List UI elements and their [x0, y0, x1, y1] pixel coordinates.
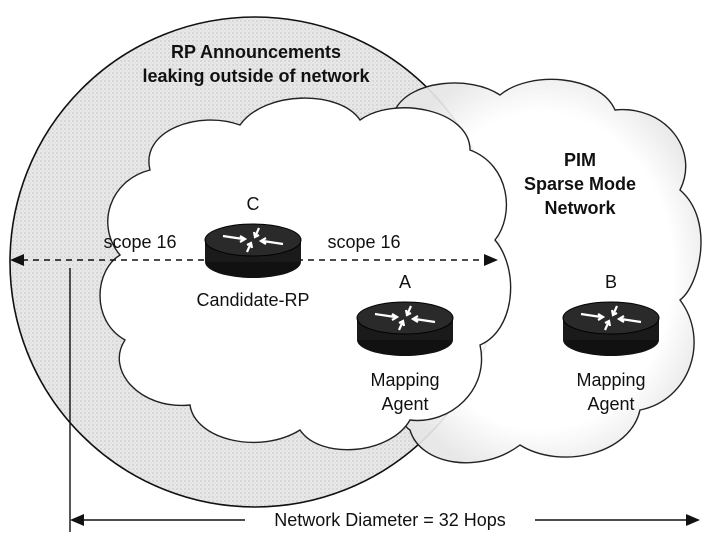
- scope-arrow-left-head: [10, 254, 24, 266]
- diameter-label: Network Diameter = 32 Hops: [274, 510, 506, 530]
- router-a-role-line2: Agent: [381, 394, 428, 414]
- scope-arrow-right-head: [484, 254, 498, 266]
- router-c-letter: C: [247, 194, 260, 214]
- router-b-letter: B: [605, 272, 617, 292]
- scope-left-label: scope 16: [103, 232, 176, 252]
- announcement-label-line1: RP Announcements: [171, 42, 341, 62]
- network-label-line1: PIM: [564, 150, 596, 170]
- diameter-arrow-right-head: [686, 514, 700, 526]
- diameter-arrow-left-head: [70, 514, 84, 526]
- scope-right-label: scope 16: [327, 232, 400, 252]
- router-a-icon: [356, 301, 454, 356]
- router-c-role: Candidate-RP: [196, 290, 309, 310]
- network-label-line3: Network: [544, 198, 616, 218]
- network-label-line2: Sparse Mode: [524, 174, 636, 194]
- router-b-role-line2: Agent: [587, 394, 634, 414]
- router-c-icon: [204, 223, 302, 278]
- router-a-letter: A: [399, 272, 411, 292]
- local-network-cloud: [99, 97, 512, 451]
- announcement-label-line2: leaking outside of network: [142, 66, 370, 86]
- router-b-role-line1: Mapping: [576, 370, 645, 390]
- router-a-role-line1: Mapping: [370, 370, 439, 390]
- router-b-icon: [562, 301, 660, 356]
